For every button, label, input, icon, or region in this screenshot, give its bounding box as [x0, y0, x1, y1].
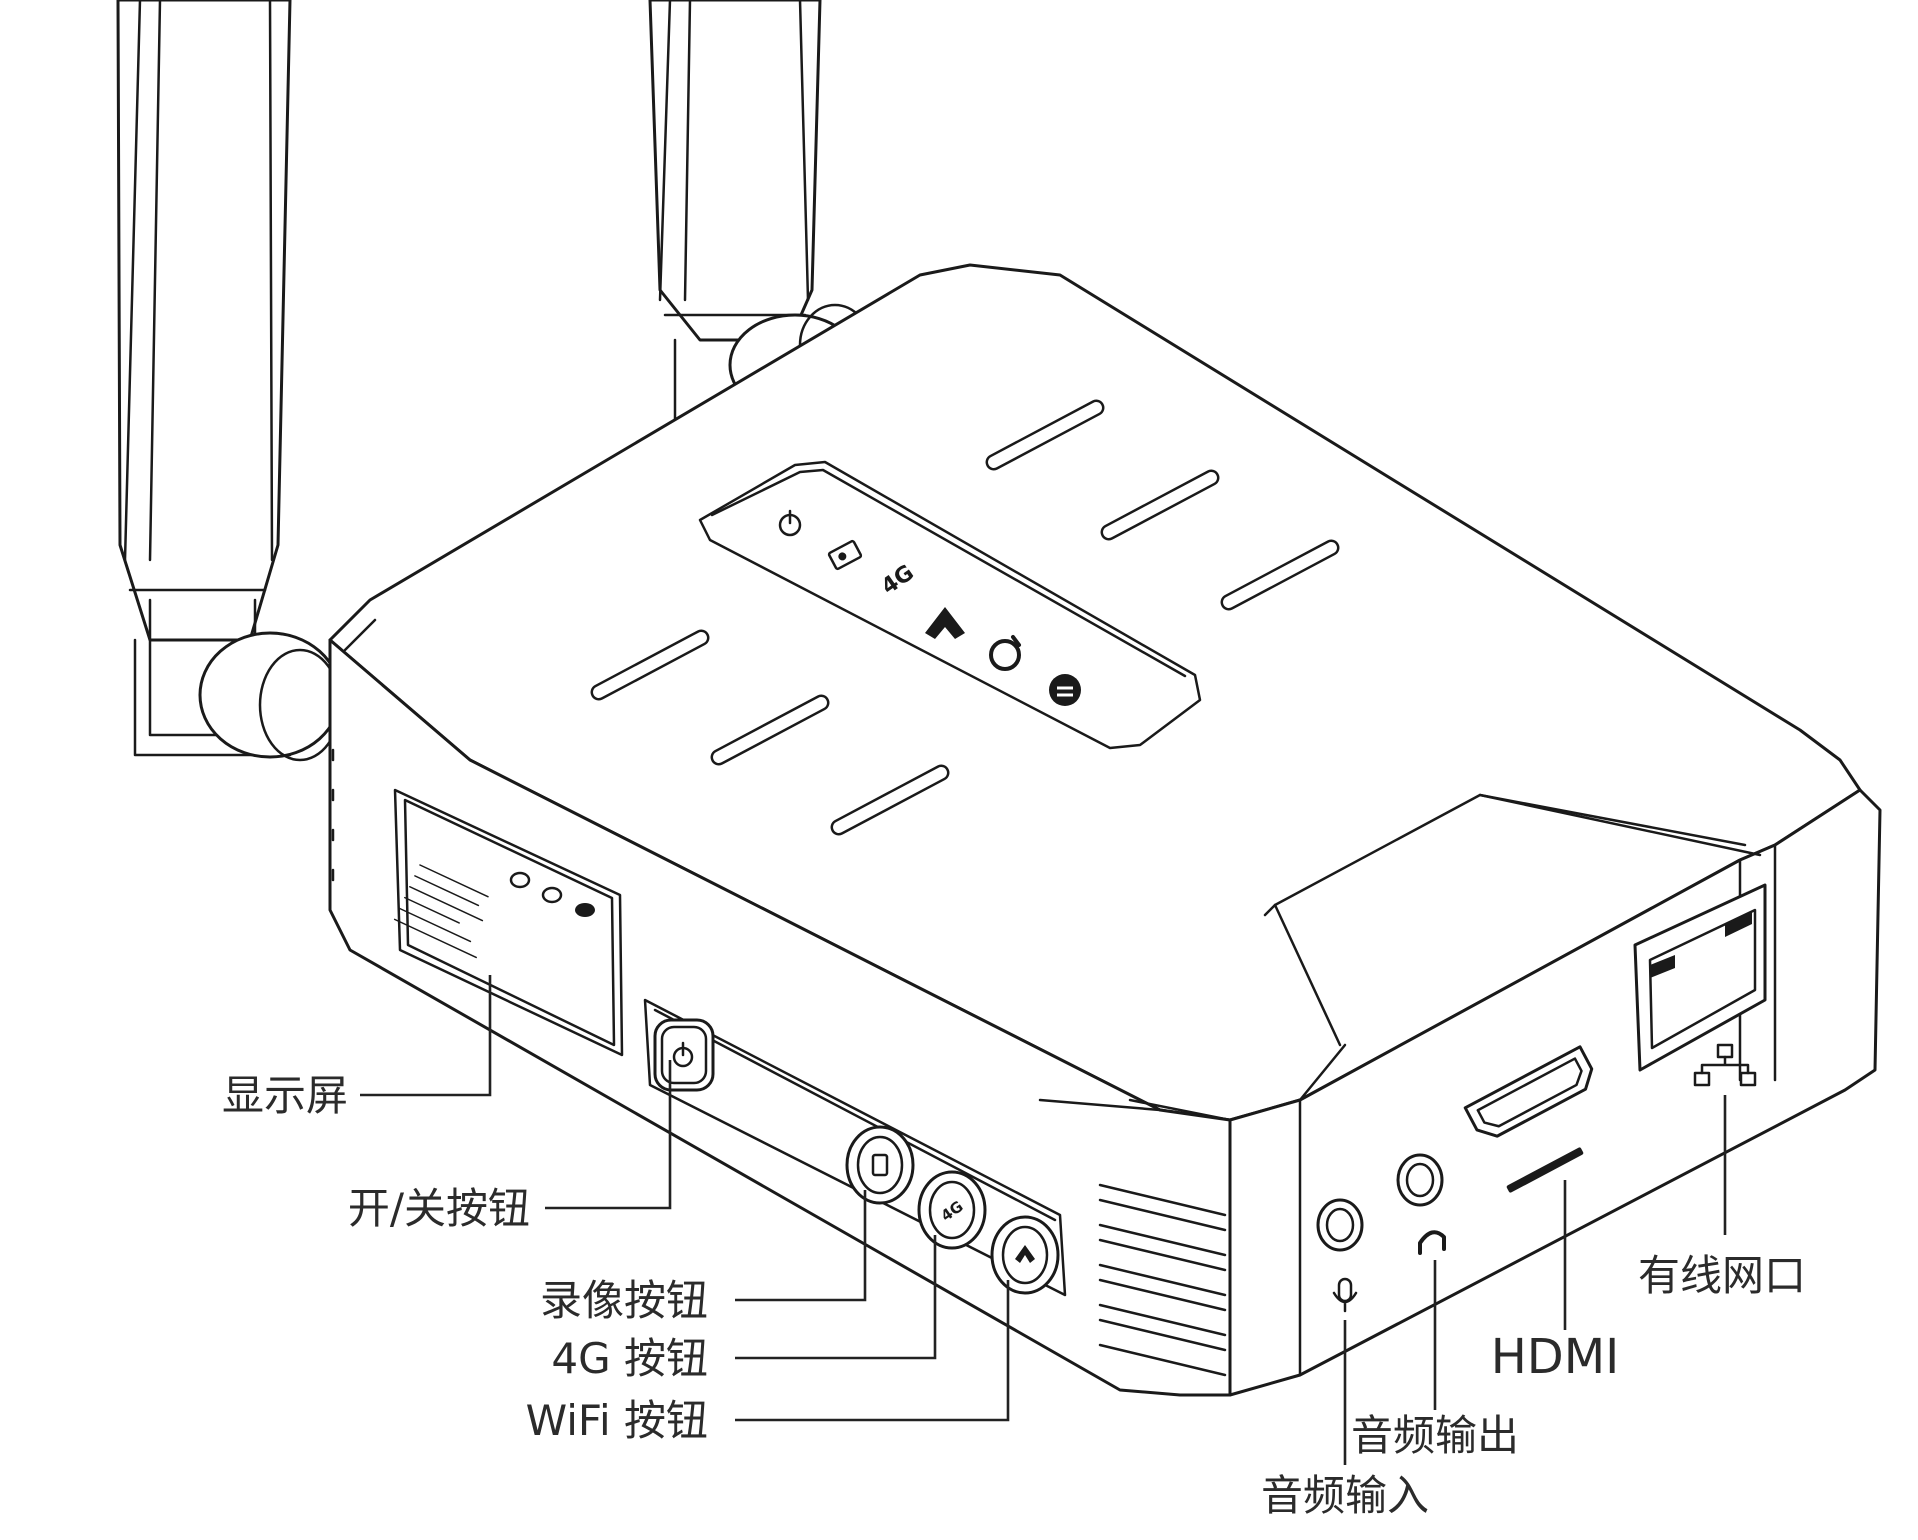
display-screen [393, 788, 624, 1057]
microphone-icon [1332, 1277, 1358, 1313]
display-status-icons [509, 871, 595, 917]
hdmi-icon [1506, 1147, 1584, 1193]
label-wifi-button: WiFi 按钮 [526, 1396, 708, 1445]
record-icon [871, 1153, 889, 1177]
callout-labels: 显示屏 开/关按钮 录像按钮 4G 按钮 WiFi 按钮 音频输入 音频输出 H… [222, 1071, 1806, 1520]
bluetooth-icon [989, 635, 1021, 671]
power-icon [672, 1041, 694, 1068]
label-display: 显示屏 [222, 1071, 348, 1120]
label-audio-in: 音频输入 [1261, 1471, 1429, 1520]
label-record-button: 录像按钮 [540, 1276, 708, 1325]
ethernet-port[interactable] [1633, 883, 1767, 1072]
record-button[interactable] [845, 1125, 915, 1205]
top-vent-slots [590, 399, 1340, 836]
audio-in-port[interactable] [1316, 1198, 1364, 1252]
label-ethernet: 有线网口 [1638, 1251, 1806, 1300]
leader-lines [360, 975, 1727, 1465]
label-power-button: 开/关按钮 [348, 1184, 530, 1233]
4g-button[interactable]: 4G [917, 1170, 987, 1250]
label-4g-button: 4G 按钮 [551, 1334, 708, 1383]
label-audio-out: 音频输出 [1351, 1411, 1519, 1460]
front-vent-slots [1098, 1183, 1227, 1377]
signal-icon [1049, 674, 1081, 706]
hdmi-port[interactable] [1463, 1045, 1599, 1143]
left-antenna [116, 0, 342, 762]
display-text-lines [393, 864, 489, 959]
record-icon [827, 539, 863, 571]
wifi-icon [1015, 1245, 1035, 1263]
wifi-icon [925, 607, 965, 639]
front-button-panel [643, 998, 1067, 1297]
label-hdmi: HDMI [1491, 1329, 1620, 1385]
audio-out-port[interactable] [1396, 1153, 1444, 1207]
wifi-button[interactable] [990, 1215, 1060, 1295]
power-icon [778, 509, 802, 537]
headphone-icon [1418, 1230, 1446, 1255]
ethernet-icon [1693, 1043, 1757, 1087]
power-button[interactable] [653, 1018, 715, 1092]
